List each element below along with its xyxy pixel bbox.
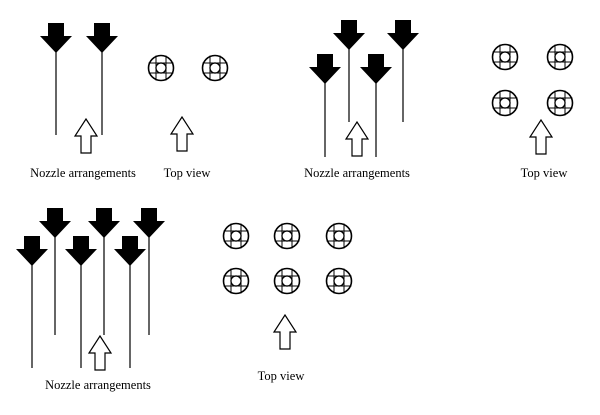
spray-arrow-down-icon (39, 208, 71, 238)
top-view (147, 54, 229, 152)
nozzle-top-view-icon (273, 267, 301, 295)
spray-arrow-down-icon (114, 236, 146, 266)
nozzle-top-view-icon (491, 89, 519, 117)
spray-arrow-down-icon (16, 236, 48, 266)
nozzle-top-view-icon (491, 43, 519, 71)
spray-arrow-down-icon (88, 208, 120, 238)
nozzle-arrangement (309, 20, 419, 157)
top-view (222, 222, 353, 350)
nozzle-top-view-icon (273, 222, 301, 250)
caption-nozzle-arrangements: Nozzle arrangements (304, 166, 410, 180)
spray-arrow-down-icon (333, 20, 365, 50)
nozzle-top-view-icon (222, 267, 250, 295)
nozzle-top-view-icon (546, 43, 574, 71)
spray-arrow-down-icon (387, 20, 419, 50)
nozzle-top-view-icon (222, 222, 250, 250)
nozzle-top-view-icon (201, 54, 229, 82)
caption-top-view: Top view (521, 166, 568, 180)
view-direction-arrow-up-icon (74, 118, 98, 154)
view-direction-arrow-up-icon (170, 116, 194, 152)
top-view (491, 43, 574, 155)
view-direction-arrow-up-icon (345, 121, 369, 157)
spray-arrow-down-icon (40, 23, 72, 53)
nozzle-top-view-icon (147, 54, 175, 82)
nozzle-top-view-icon (546, 89, 574, 117)
view-direction-arrow-up-icon (88, 335, 112, 371)
caption-nozzle-arrangements: Nozzle arrangements (30, 166, 136, 180)
nozzle-arrangement (40, 23, 118, 154)
panel-six-nozzle: Nozzle arrangements Top view (16, 208, 353, 392)
caption-top-view: Top view (258, 369, 305, 383)
nozzle-top-view-icon (325, 222, 353, 250)
view-direction-arrow-up-icon (529, 119, 553, 155)
nozzle-top-view-icon (325, 267, 353, 295)
panel-four-nozzle: Nozzle arrangements Top view (304, 20, 574, 180)
spray-arrow-down-icon (86, 23, 118, 53)
spray-arrow-down-icon (65, 236, 97, 266)
spray-arrow-down-icon (309, 54, 341, 84)
spray-arrow-down-icon (133, 208, 165, 238)
nozzle-arrangement (16, 208, 165, 371)
caption-nozzle-arrangements: Nozzle arrangements (45, 378, 151, 392)
caption-top-view: Top view (164, 166, 211, 180)
panel-two-nozzle: Nozzle arrangements Top view (30, 23, 229, 180)
view-direction-arrow-up-icon (273, 314, 297, 350)
spray-arrow-down-icon (360, 54, 392, 84)
